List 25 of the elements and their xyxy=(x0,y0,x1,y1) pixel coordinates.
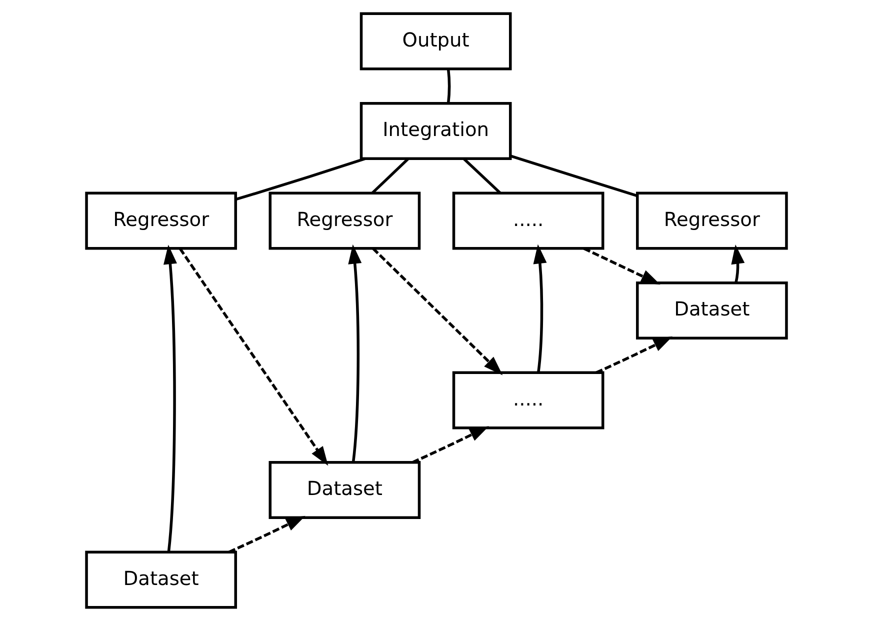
node-box: Regressor xyxy=(84,192,236,250)
node-box: Regressor xyxy=(268,192,420,250)
arrow xyxy=(582,247,660,285)
connector xyxy=(234,157,366,201)
node-box: Output xyxy=(359,12,512,70)
node-box: Dataset xyxy=(268,460,420,519)
node-box: Integration xyxy=(359,102,512,160)
arrow xyxy=(532,244,546,372)
node-box: ..... xyxy=(452,192,604,250)
arrow xyxy=(372,247,502,376)
connector xyxy=(462,158,501,194)
arrow xyxy=(730,244,744,283)
connector xyxy=(370,158,408,194)
node-box: Dataset xyxy=(636,282,788,340)
arrow xyxy=(348,244,362,462)
arrow xyxy=(162,244,176,552)
arrow xyxy=(228,516,305,554)
connector xyxy=(446,69,450,104)
arrow xyxy=(178,248,328,466)
node-box: Regressor xyxy=(636,192,788,250)
node-box: Dataset xyxy=(84,550,236,609)
arrow xyxy=(595,336,672,374)
connector xyxy=(510,154,638,198)
node-box: ..... xyxy=(452,371,604,430)
arrow xyxy=(412,426,488,464)
